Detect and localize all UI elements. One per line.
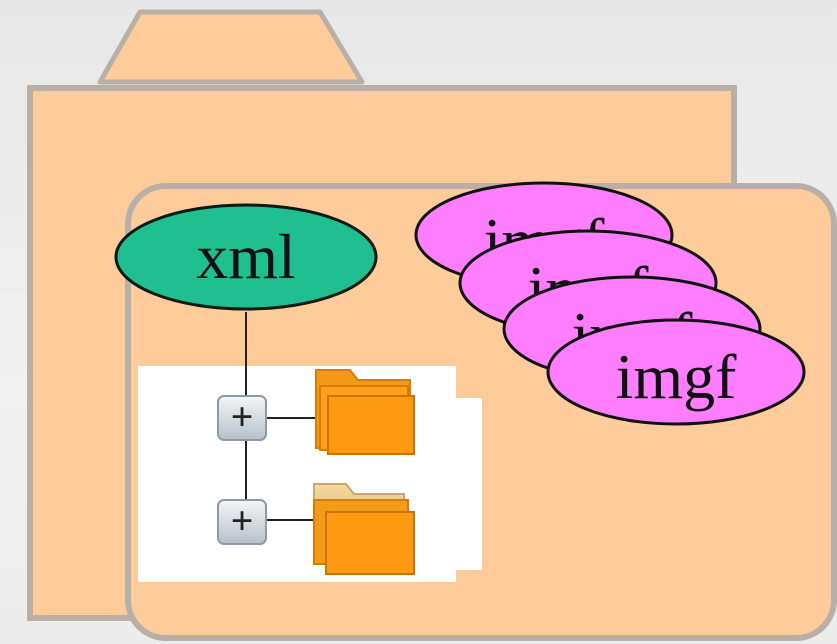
imgf-label-4: imgf <box>616 341 738 412</box>
folder-open-icon[interactable] <box>313 483 415 575</box>
expand-plus-label-2: + <box>231 498 254 543</box>
xml-node-label: xml <box>196 221 296 292</box>
tree-item-1-expand-button[interactable]: + <box>217 394 267 441</box>
tree-item-2-expand-button[interactable]: + <box>217 498 267 545</box>
xml-node: xml <box>114 203 378 311</box>
expand-plus-label-1: + <box>231 394 254 439</box>
folder-closed-icon[interactable] <box>315 369 415 455</box>
tree-connectors <box>245 312 316 521</box>
imgf-node-4: imgf <box>546 318 806 426</box>
tree-panel <box>138 366 482 582</box>
outer-folder-tab <box>97 9 365 85</box>
